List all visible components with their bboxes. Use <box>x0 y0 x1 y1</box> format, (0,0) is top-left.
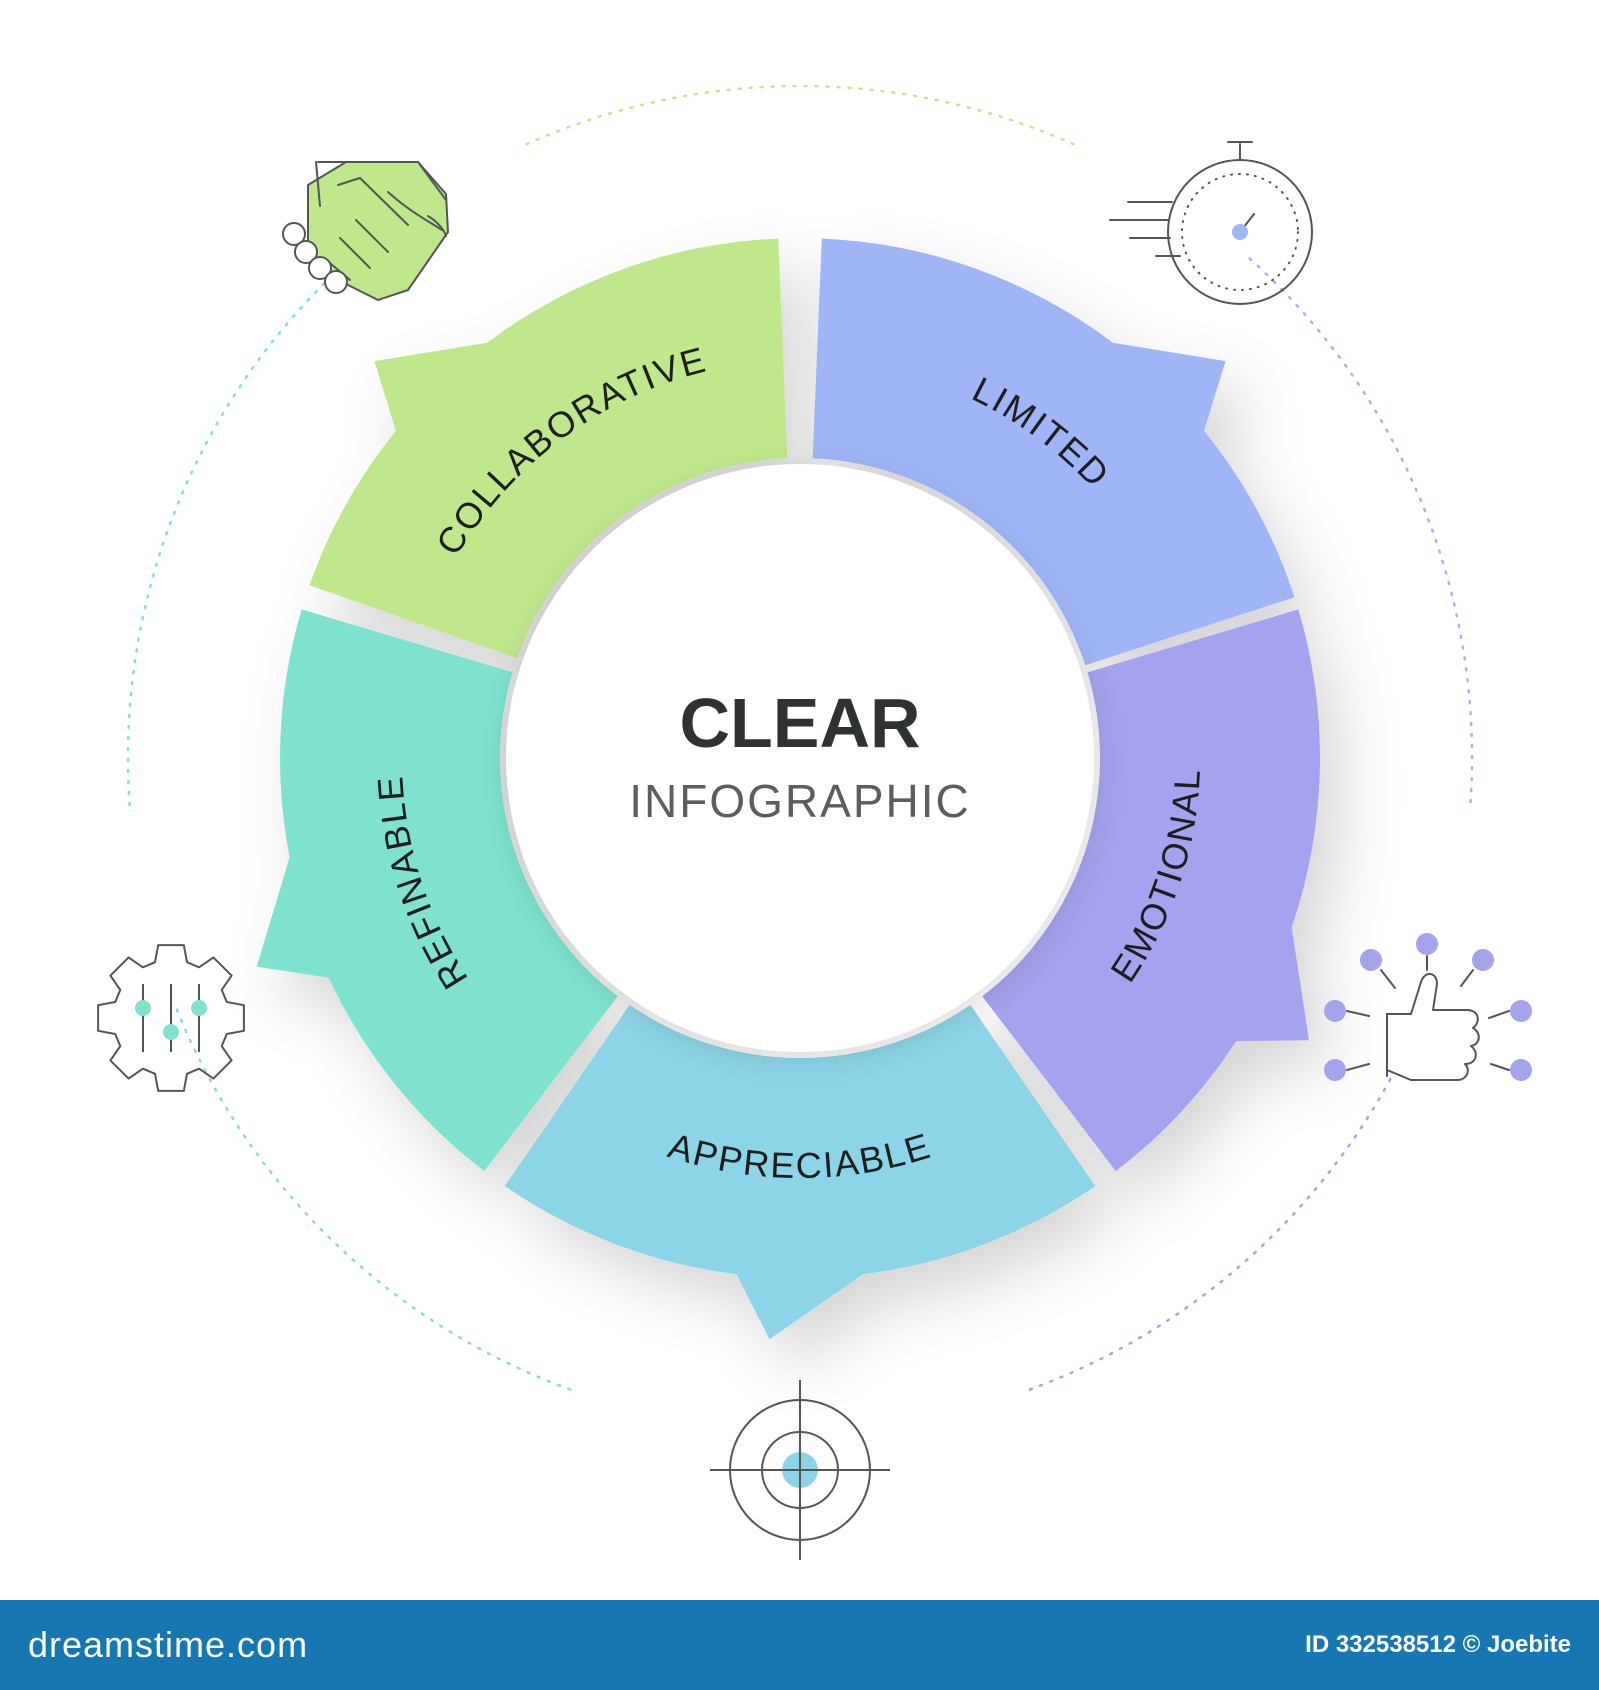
segment-limited <box>812 238 1295 666</box>
segment-collaborative <box>309 238 788 659</box>
diagram-subtitle: INFOGRAPHIC <box>629 775 970 827</box>
footer-credit: ID 332538512 © Joebite <box>1305 1631 1571 1658</box>
stopwatch-icon <box>1109 141 1313 305</box>
ring <box>256 238 1321 1340</box>
orbit-arc <box>175 1008 572 1391</box>
diagram-title: CLEAR <box>679 684 920 762</box>
center-circle <box>506 464 1094 1052</box>
clear-diagram: COLLABORATIVE LIMITED EMOTIONAL APPRECIA… <box>97 84 1532 1560</box>
orbit-arc <box>1028 1008 1425 1391</box>
gear-sliders-icon <box>97 944 245 1092</box>
footer-brand[interactable]: dreamstime.com <box>28 1624 309 1665</box>
handshake-icon <box>282 161 449 301</box>
footer-bar: dreamstime.com ID 332538512 © Joebite <box>0 1600 1599 1690</box>
orbit-arc <box>1248 257 1474 807</box>
orbit-arc <box>525 84 1075 146</box>
dotted-orbit <box>126 84 1474 1391</box>
target-icon <box>710 1380 890 1560</box>
segment-refinable <box>256 609 618 1172</box>
orbit-arc <box>126 257 352 807</box>
infographic-stage: COLLABORATIVE LIMITED EMOTIONAL APPRECIA… <box>97 84 1532 1560</box>
segment-appreciable <box>504 1004 1096 1340</box>
thumbs-up-icon <box>1324 933 1532 1081</box>
segment-emotional <box>982 609 1321 1172</box>
